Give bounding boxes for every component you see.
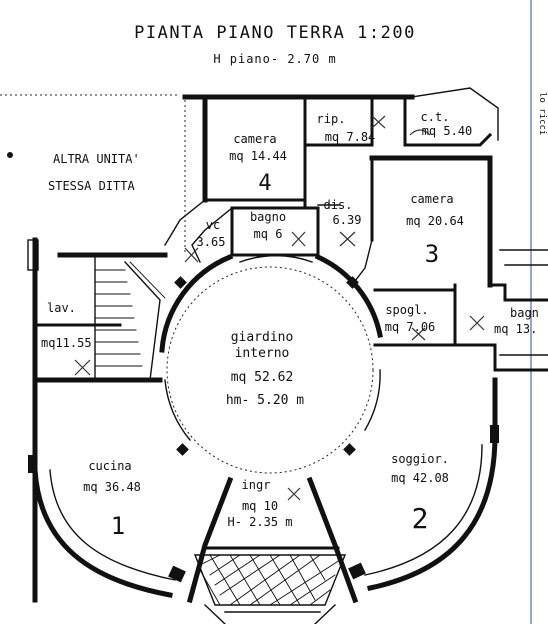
room-name: dis. bbox=[324, 198, 353, 212]
camera3-door-jamb bbox=[351, 239, 373, 286]
edge-text: lo ricci bbox=[537, 92, 547, 135]
room-lav: lav. mq11.55 bbox=[41, 301, 92, 350]
room-height: H- 2.35 m bbox=[227, 515, 292, 529]
room-soggiorno: soggior. mq 42.08 2 bbox=[391, 452, 449, 535]
cucina-curved-inner bbox=[49, 469, 176, 581]
ct-walls bbox=[403, 95, 493, 147]
west-wall-post bbox=[28, 455, 37, 473]
column-nw bbox=[174, 276, 187, 289]
column-sw bbox=[176, 443, 189, 456]
room-area: mq 52.62 bbox=[231, 370, 294, 385]
room-name: c.t. bbox=[421, 110, 450, 124]
room-name: lav. bbox=[47, 301, 76, 315]
window-post-sw bbox=[168, 565, 186, 583]
room-handwritten-number: 2 bbox=[412, 502, 429, 535]
room-area: mq 14.44 bbox=[229, 149, 287, 163]
side-note-bottom: STESSA DITTA bbox=[48, 179, 135, 193]
courtyard-wall-sw bbox=[164, 379, 191, 441]
room-area: mq 36.48 bbox=[83, 480, 141, 494]
vc-angled-wall bbox=[191, 207, 233, 263]
spogl-south-wall bbox=[373, 343, 548, 372]
room-name: cucina bbox=[88, 459, 131, 473]
room-ingresso: ingr mq 10 H- 2.35 m bbox=[227, 478, 292, 529]
room-name: soggior. bbox=[391, 452, 449, 466]
courtyard-wall-nw bbox=[159, 253, 234, 353]
courtyard-wall-se bbox=[364, 369, 381, 431]
room-name: spogl. bbox=[385, 303, 428, 317]
room-rip: rip. mq 7.84 bbox=[317, 112, 376, 144]
room-area: mq 5.40 bbox=[422, 124, 473, 138]
camera3-walls bbox=[369, 155, 493, 288]
west-wall-jamb bbox=[27, 239, 39, 271]
vc-outer-wall bbox=[164, 199, 206, 246]
room-bagno-2: bagn mq 13. bbox=[494, 306, 539, 336]
east-wall-post bbox=[490, 425, 499, 443]
entrance-steps bbox=[193, 554, 347, 624]
room-vc: vc 3.65 bbox=[197, 218, 226, 249]
window-post-se bbox=[348, 562, 366, 580]
room-handwritten-number: 4 bbox=[258, 171, 271, 196]
room-name-line1: giardino bbox=[231, 330, 294, 345]
room-camera-4: camera mq 14.44 4 bbox=[229, 132, 287, 196]
room-ct: c.t. mq 5.40 bbox=[421, 110, 473, 138]
courtyard-inner-north bbox=[239, 255, 313, 263]
ingresso-west-wall bbox=[186, 476, 234, 604]
room-dis: dis. 6.39 bbox=[324, 198, 362, 227]
stray-mark bbox=[7, 152, 13, 158]
room-area: mq 20.64 bbox=[406, 214, 464, 228]
plan-subtitle: H piano- 2.70 m bbox=[213, 52, 336, 66]
room-area: 3.65 bbox=[197, 235, 226, 249]
room-name: camera bbox=[410, 192, 453, 206]
room-name: bagno bbox=[250, 210, 286, 224]
room-cucina: cucina mq 36.48 1 bbox=[83, 459, 141, 540]
side-note-top: ALTRA UNITA' bbox=[53, 152, 140, 166]
room-handwritten-number: 1 bbox=[111, 512, 125, 540]
plan-title: PIANTA PIANO TERRA 1:200 bbox=[134, 23, 416, 43]
ct-angled-wall bbox=[411, 87, 499, 141]
soggiorno-curved-wall bbox=[367, 432, 498, 591]
room-name: camera bbox=[233, 132, 276, 146]
courtyard-dashed-ring bbox=[166, 266, 374, 474]
room-area: mq11.55 bbox=[41, 336, 92, 350]
room-name: rip. bbox=[317, 112, 346, 126]
boundary-dashed bbox=[0, 94, 186, 255]
room-area: mq 42.08 bbox=[391, 471, 449, 485]
room-area: mq 7.84 bbox=[325, 130, 376, 144]
handwritten-marks bbox=[74, 115, 485, 501]
ingresso-east-wall bbox=[306, 476, 359, 604]
column-ne bbox=[346, 276, 359, 289]
room-area: mq 6 bbox=[254, 227, 283, 241]
room-area: mq 13. bbox=[494, 322, 537, 336]
room-area: mq 10 bbox=[242, 499, 278, 513]
courtyard-wall-ne bbox=[314, 253, 383, 338]
room-height: hm- 5.20 m bbox=[226, 393, 304, 408]
room-giardino-interno: giardino interno mq 52.62 hm- 5.20 m bbox=[226, 330, 304, 408]
room-name: ingr bbox=[242, 478, 271, 492]
cucina-curved-wall bbox=[32, 467, 173, 598]
room-spogl: spogl. mq 7.06 bbox=[385, 303, 436, 334]
room-area: 6.39 bbox=[333, 213, 362, 227]
room-handwritten-number: 3 bbox=[425, 240, 439, 268]
room-name: bagn bbox=[510, 306, 539, 320]
room-camera-3: camera mq 20.64 3 bbox=[406, 192, 464, 268]
east-thin-lines bbox=[499, 249, 548, 266]
room-name-line2: interno bbox=[235, 346, 290, 361]
stair-treads bbox=[94, 261, 166, 381]
east-outer-wall bbox=[488, 283, 548, 302]
room-name: vc bbox=[206, 218, 220, 232]
column-se bbox=[343, 443, 356, 456]
soggiorno-curved-inner bbox=[364, 444, 483, 576]
room-bagno: bagno mq 6 bbox=[250, 210, 286, 241]
room-area: mq 7.06 bbox=[385, 320, 436, 334]
